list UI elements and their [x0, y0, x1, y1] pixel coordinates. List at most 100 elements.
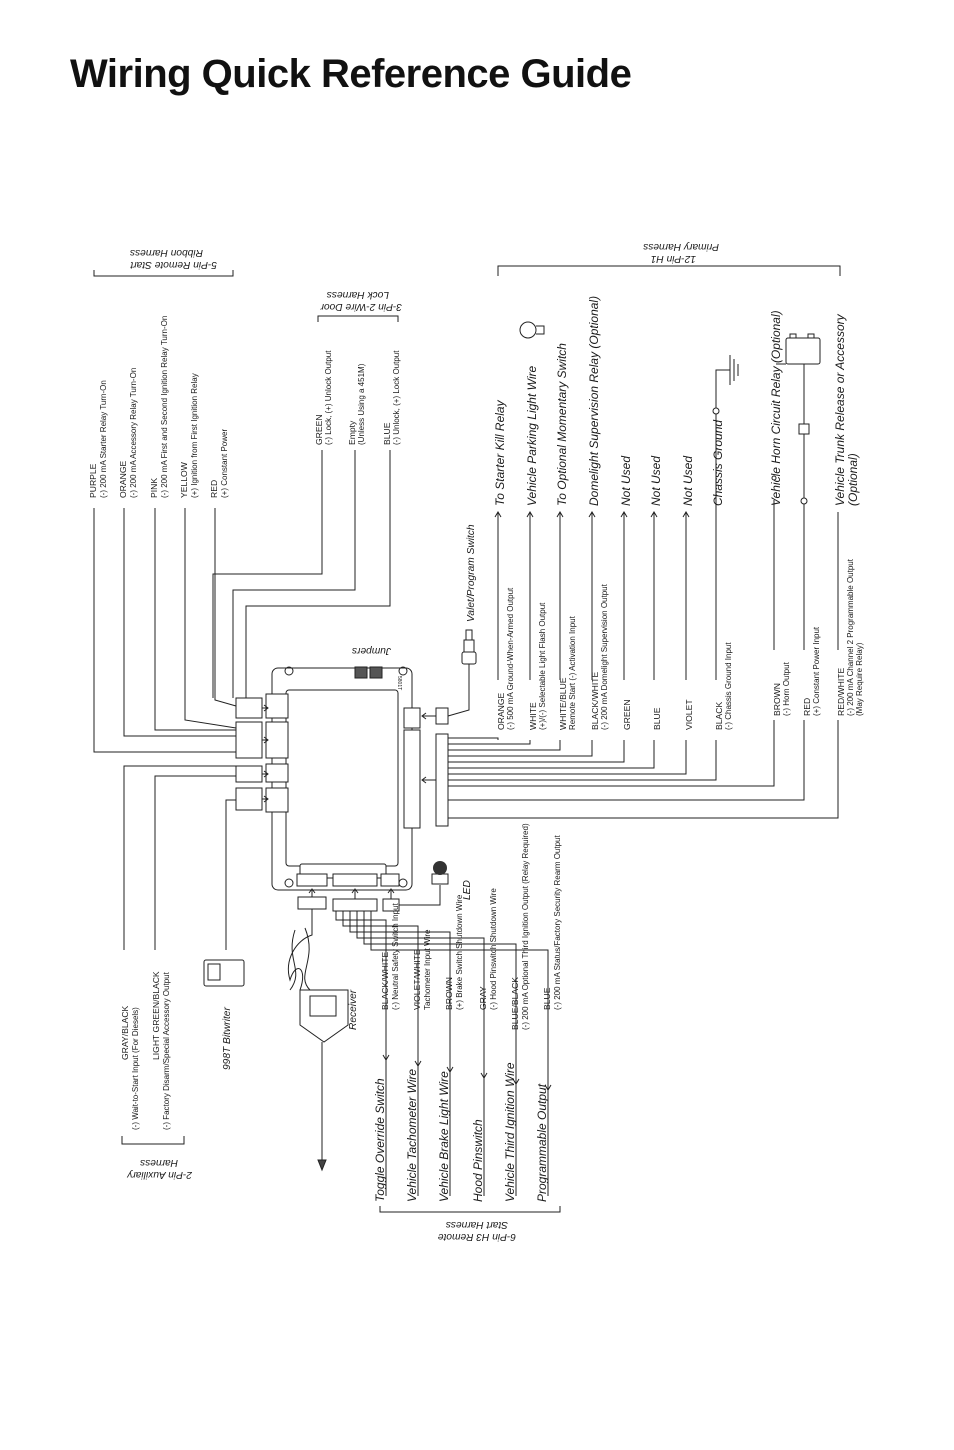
- primary-wire-destination: To Optional Momentary Switch: [555, 343, 569, 506]
- primary-wire-name: WHITE/BLUE: [558, 677, 568, 730]
- h3-wire-name: BLUE/BLACK: [510, 977, 520, 1030]
- bitwriter-label: 998T Bitwriter: [222, 1007, 233, 1070]
- h3-wire-destination: Programmable Output: [535, 1083, 549, 1202]
- ribbon-wire-desc: (+) Constant Power: [220, 429, 229, 498]
- primary-wire-destination: Vehicle Parking Light Wire: [525, 365, 539, 506]
- jumpers-label: Jumpers: [352, 645, 392, 656]
- h3-wire-name: BLUE: [542, 987, 552, 1010]
- page-title: Wiring Quick Reference Guide: [70, 52, 632, 96]
- primary-wire-destination: Domelight Supervision Relay (Optional): [587, 296, 601, 506]
- primary-harness-label1: 12-Pin H1: [651, 253, 696, 264]
- ribbon-wire-desc: (-) 200 mA Starter Relay Turn-On: [99, 380, 108, 498]
- ribbon-harness-label2: Ribbon Harness: [130, 247, 203, 258]
- aux-harness-label2: Harness: [140, 1157, 178, 1168]
- h3-wire-desc: (-) Neutral Safety Switch Input: [391, 903, 400, 1010]
- door-harness-label2: Lock Harness: [327, 289, 389, 300]
- ground-icon: [712, 355, 739, 415]
- svg-text:5801T: 5801T: [396, 676, 402, 690]
- door-harness-wires: [212, 315, 399, 698]
- primary-wire-destination: Chassis Ground: [711, 420, 725, 506]
- primary-wire-name: BROWN: [772, 683, 782, 716]
- arrowhead: [480, 1072, 488, 1079]
- primary-wire-line: [448, 740, 717, 781]
- primary-wire-destination: Vehicle Trunk Release or Accessory: [833, 313, 847, 506]
- aux-wire-desc: (-) Wait-to-Start Input (For Diesels): [131, 1007, 140, 1130]
- arrowhead: [650, 511, 658, 518]
- horn-relay-icon: [771, 333, 821, 505]
- h3-wire-line: [363, 911, 517, 1196]
- arrowhead: [494, 511, 502, 518]
- parking-bulb-icon: [519, 321, 545, 339]
- primary-harness-label2: Primary Harness: [643, 241, 719, 252]
- valet-label: Valet/Program Switch: [466, 524, 477, 622]
- h3-wire-line: [335, 911, 387, 1196]
- h3-wire-name: BLACK/WHITE: [380, 951, 390, 1010]
- primary-wire-line: [448, 720, 775, 787]
- arrowhead: [512, 1078, 520, 1085]
- primary-wire-name: GREEN: [622, 699, 632, 730]
- aux-harness-wires: [121, 765, 236, 1145]
- primary-wire-name: BLACK: [714, 702, 724, 730]
- ribbon-harness-label1: 5-Pin Remote Start: [129, 259, 217, 270]
- led-icon: [399, 861, 449, 906]
- primary-wire-line: [448, 720, 839, 819]
- primary-wire-destination: To Starter Kill Relay: [493, 399, 507, 506]
- primary-wire-destination: Not Used: [619, 456, 633, 506]
- h3-wire-name: VIOLET/WHITE: [412, 949, 422, 1010]
- aux-wire-name: GRAY/BLACK: [120, 1005, 130, 1060]
- primary-wire-destination: (Optional): [846, 453, 860, 506]
- ribbon-wire-name: ORANGE: [118, 460, 128, 498]
- aux-wire-desc: (-) Factory Disarm/Special Accessory Out…: [162, 971, 171, 1130]
- h3-wire-destination: Vehicle Tachometer Wire: [405, 1069, 419, 1202]
- arrowhead: [414, 1060, 422, 1067]
- primary-wire-name: BLACK/WHITE: [590, 671, 600, 730]
- door-wire-desc: (-) Unlock, (+) Lock Output: [392, 350, 401, 445]
- primary-wire-line: [448, 737, 499, 740]
- primary-wire-destination: Not Used: [681, 456, 695, 506]
- primary-wire-destination: Vehicle Horn Circuit Relay (Optional): [769, 310, 783, 506]
- primary-wire-line: [448, 740, 561, 751]
- h3-wire-line: [342, 911, 419, 1196]
- h3-harness-bracket: [379, 1206, 561, 1213]
- primary-wire-name: RED: [802, 698, 812, 716]
- h3-wire-desc: Tachometer Input Wire: [423, 929, 432, 1010]
- h3-wire-destination: Vehicle Third Ignition Wire: [503, 1062, 517, 1202]
- primary-wire-destination: Not Used: [649, 456, 663, 506]
- primary-wire-name: ORANGE: [496, 692, 506, 730]
- door-wire-name: Empty: [347, 420, 357, 445]
- primary-wire-desc: (+)/(-) Selectable Light Flash Output: [538, 602, 547, 730]
- primary-wire-line: [448, 740, 531, 745]
- receiver-icon: [288, 909, 349, 1172]
- h3-wire-desc: (-) Hood Pinswitch Shutdown Wire: [489, 888, 498, 1010]
- ribbon-wire-desc: (+) Ignition from First Ignition Relay: [190, 373, 199, 498]
- door-wire-name: GREEN: [314, 414, 324, 445]
- h3-wire-destination: Vehicle Brake Light Wire: [437, 1071, 451, 1202]
- aux-harness-label1: 2-Pin Auxiliary: [126, 1169, 193, 1180]
- primary-wire-name: WHITE: [528, 702, 538, 730]
- primary-wire-desc: Remote Start (-) Activation Input: [568, 615, 577, 730]
- arrowhead: [382, 1054, 390, 1061]
- door-wire-name: BLUE: [382, 422, 392, 445]
- primary-wire-desc: (-) 200 mA Domelight Supervision Output: [600, 583, 609, 730]
- h3-wire-destination: Hood Pinswitch: [471, 1119, 485, 1202]
- primary-wire-line: [448, 740, 655, 769]
- door-harness-label1: 3-Pin 2-Wire Door: [320, 301, 402, 312]
- arrowhead: [556, 511, 564, 518]
- primary-wire-desc: (-) 200 mA Channel 2 Programmable Output: [846, 558, 855, 716]
- h3-wire-desc: (-) 200 mA Status/Factory Security Rearm…: [553, 834, 562, 1010]
- primary-wire-desc: (-) Horn Output: [782, 661, 791, 716]
- ribbon-harness-wires: [93, 270, 237, 753]
- h3-wire-desc: (-) 200 mA Optional Third Ignition Outpu…: [521, 823, 530, 1030]
- valet-switch: [447, 629, 477, 717]
- arrowhead: [544, 1084, 552, 1091]
- h3-wire-destination: Toggle Override Switch: [373, 1078, 387, 1202]
- arrowhead: [588, 511, 596, 518]
- ribbon-wire-name: PINK: [149, 478, 159, 498]
- ribbon-wire-desc: (-) 200 mA First and Second Ignition Rel…: [160, 316, 169, 498]
- ribbon-wire-name: RED: [209, 480, 219, 498]
- h3-wire-line: [349, 911, 451, 1196]
- h3-harness-label1: 6-Pin H3 Remote: [438, 1231, 516, 1242]
- aux-wire-name: LIGHT GREEN/BLACK: [151, 971, 161, 1060]
- primary-wire-desc: (-) Chassis Ground Input: [724, 642, 733, 730]
- ribbon-wire-name: PURPLE: [88, 463, 98, 498]
